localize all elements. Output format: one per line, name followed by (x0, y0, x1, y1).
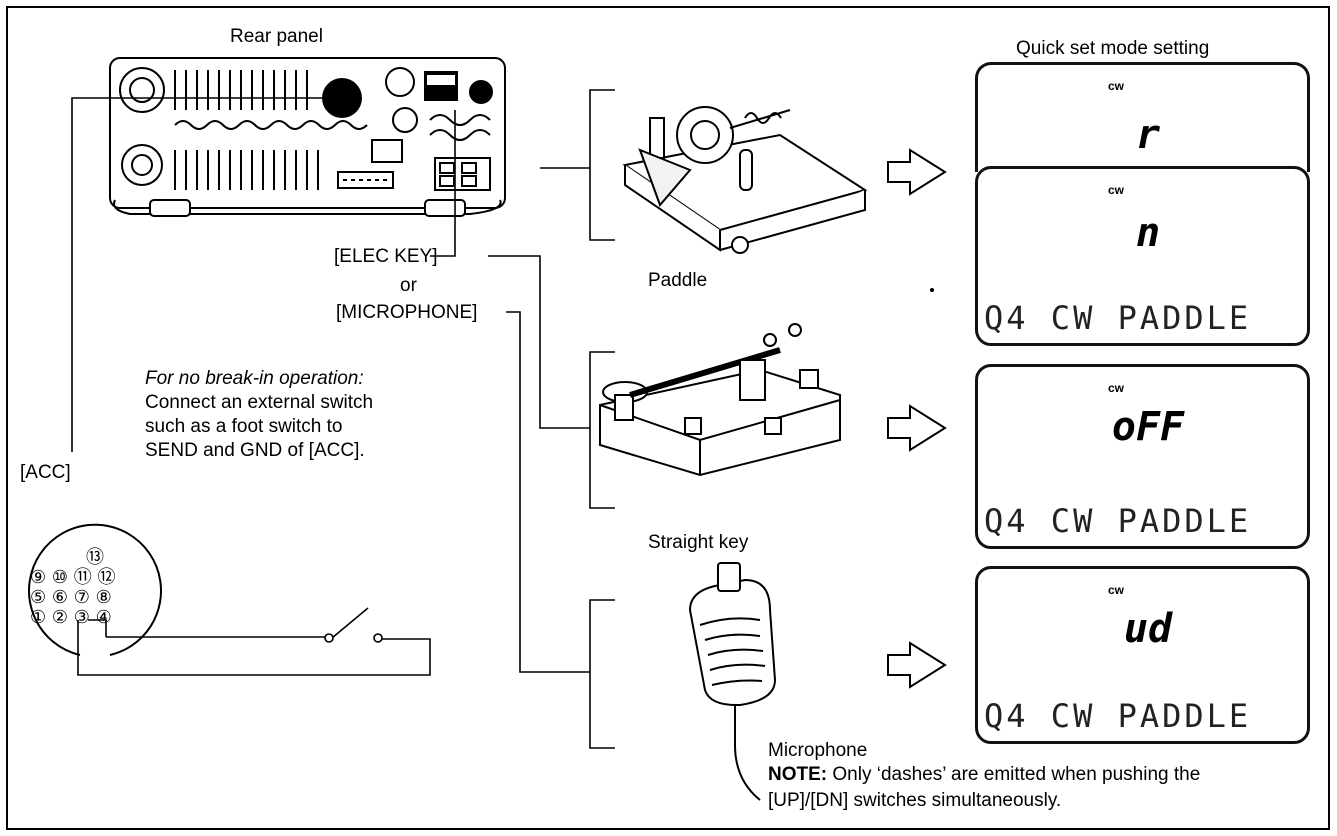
microphone-wire (506, 312, 590, 672)
acc-pin: ⑫ (97, 567, 115, 588)
switch-contact (374, 634, 382, 642)
elec-key-label: [ELEC KEY] (334, 246, 438, 268)
quick-set-label: Quick set mode setting (1016, 38, 1209, 60)
cw-indicator: cw (1108, 79, 1124, 93)
lcd-display: cw oFF Q4 CW PADDLE (975, 364, 1310, 549)
no-breakin-title: For no break-in operation: (145, 368, 364, 390)
no-breakin-line1: Connect an external switch (145, 392, 373, 414)
lcd-display: cw ud Q4 CW PADDLE (975, 566, 1310, 744)
paddle-key-illustration (625, 107, 865, 253)
acc-pin: ⑦ (74, 587, 90, 608)
cw-indicator: cw (1108, 183, 1124, 197)
acc-pin-grid: ⑬ ⑨ ⑩ ⑪ ⑫ ⑤ ⑥ ⑦ ⑧ ① ② ③ ④ (30, 548, 150, 628)
switch-contact (325, 634, 333, 642)
no-breakin-line2: such as a foot switch to (145, 416, 343, 438)
display-value: n (1038, 213, 1258, 253)
acc-pin: ① (30, 607, 46, 628)
microphone-illustration (690, 563, 775, 800)
acc-pin: ⑧ (96, 587, 112, 608)
straight-key-illustration (600, 324, 840, 475)
acc-pin: ⑪ (74, 567, 92, 588)
rear-panel-label: Rear panel (230, 26, 323, 48)
display-value: ud (1038, 609, 1258, 649)
note-text: Only ‘dashes’ are emitted when pushing t… (827, 764, 1200, 785)
note-prefix: NOTE: (768, 764, 827, 785)
rear-panel-illustration (110, 58, 505, 216)
lcd-display: cw n Q4 CW PADDLE (975, 166, 1310, 346)
acc-pin: ⑨ (30, 567, 46, 588)
acc-pin: ⑥ (52, 587, 68, 608)
microphone-label: Microphone (768, 740, 867, 762)
acc-pin: ⑩ (52, 567, 68, 588)
note-line2: [UP]/[DN] switches simultaneously. (768, 790, 1061, 812)
acc-label: [ACC] (20, 462, 71, 484)
note-line1: NOTE: Only ‘dashes’ are emitted when pus… (768, 764, 1200, 786)
display-bottom-text: Q4 CW PADDLE (984, 299, 1251, 337)
no-breakin-line3: SEND and GND of [ACC]. (145, 440, 365, 462)
cw-indicator: cw (1108, 381, 1124, 395)
microphone-bracket (590, 600, 615, 748)
cw-indicator: cw (1108, 583, 1124, 597)
elec-key-bus (488, 168, 590, 428)
paddle-bracket (590, 90, 615, 240)
microphone-jack-label: [MICROPHONE] (336, 302, 477, 324)
display-value: oFF (1038, 407, 1258, 447)
arrow-right-icon (888, 150, 945, 194)
straight-key-label: Straight key (648, 532, 748, 554)
acc-pin: ③ (74, 607, 90, 628)
acc-pin: ④ (96, 607, 112, 628)
lcd-display: cw r (975, 62, 1310, 172)
arrow-right-icon (888, 643, 945, 687)
paddle-label: Paddle (648, 270, 707, 292)
acc-pin: ⑤ (30, 587, 46, 608)
display-bottom-text: Q4 CW PADDLE (984, 697, 1251, 735)
acc-pin: ⑬ (86, 547, 104, 568)
speck (930, 288, 934, 292)
display-value: r (1038, 115, 1258, 155)
arrows (888, 150, 945, 687)
acc-pin: ② (52, 607, 68, 628)
arrow-right-icon (888, 406, 945, 450)
display-bottom-text: Q4 CW PADDLE (984, 502, 1251, 540)
or-label: or (400, 275, 417, 297)
